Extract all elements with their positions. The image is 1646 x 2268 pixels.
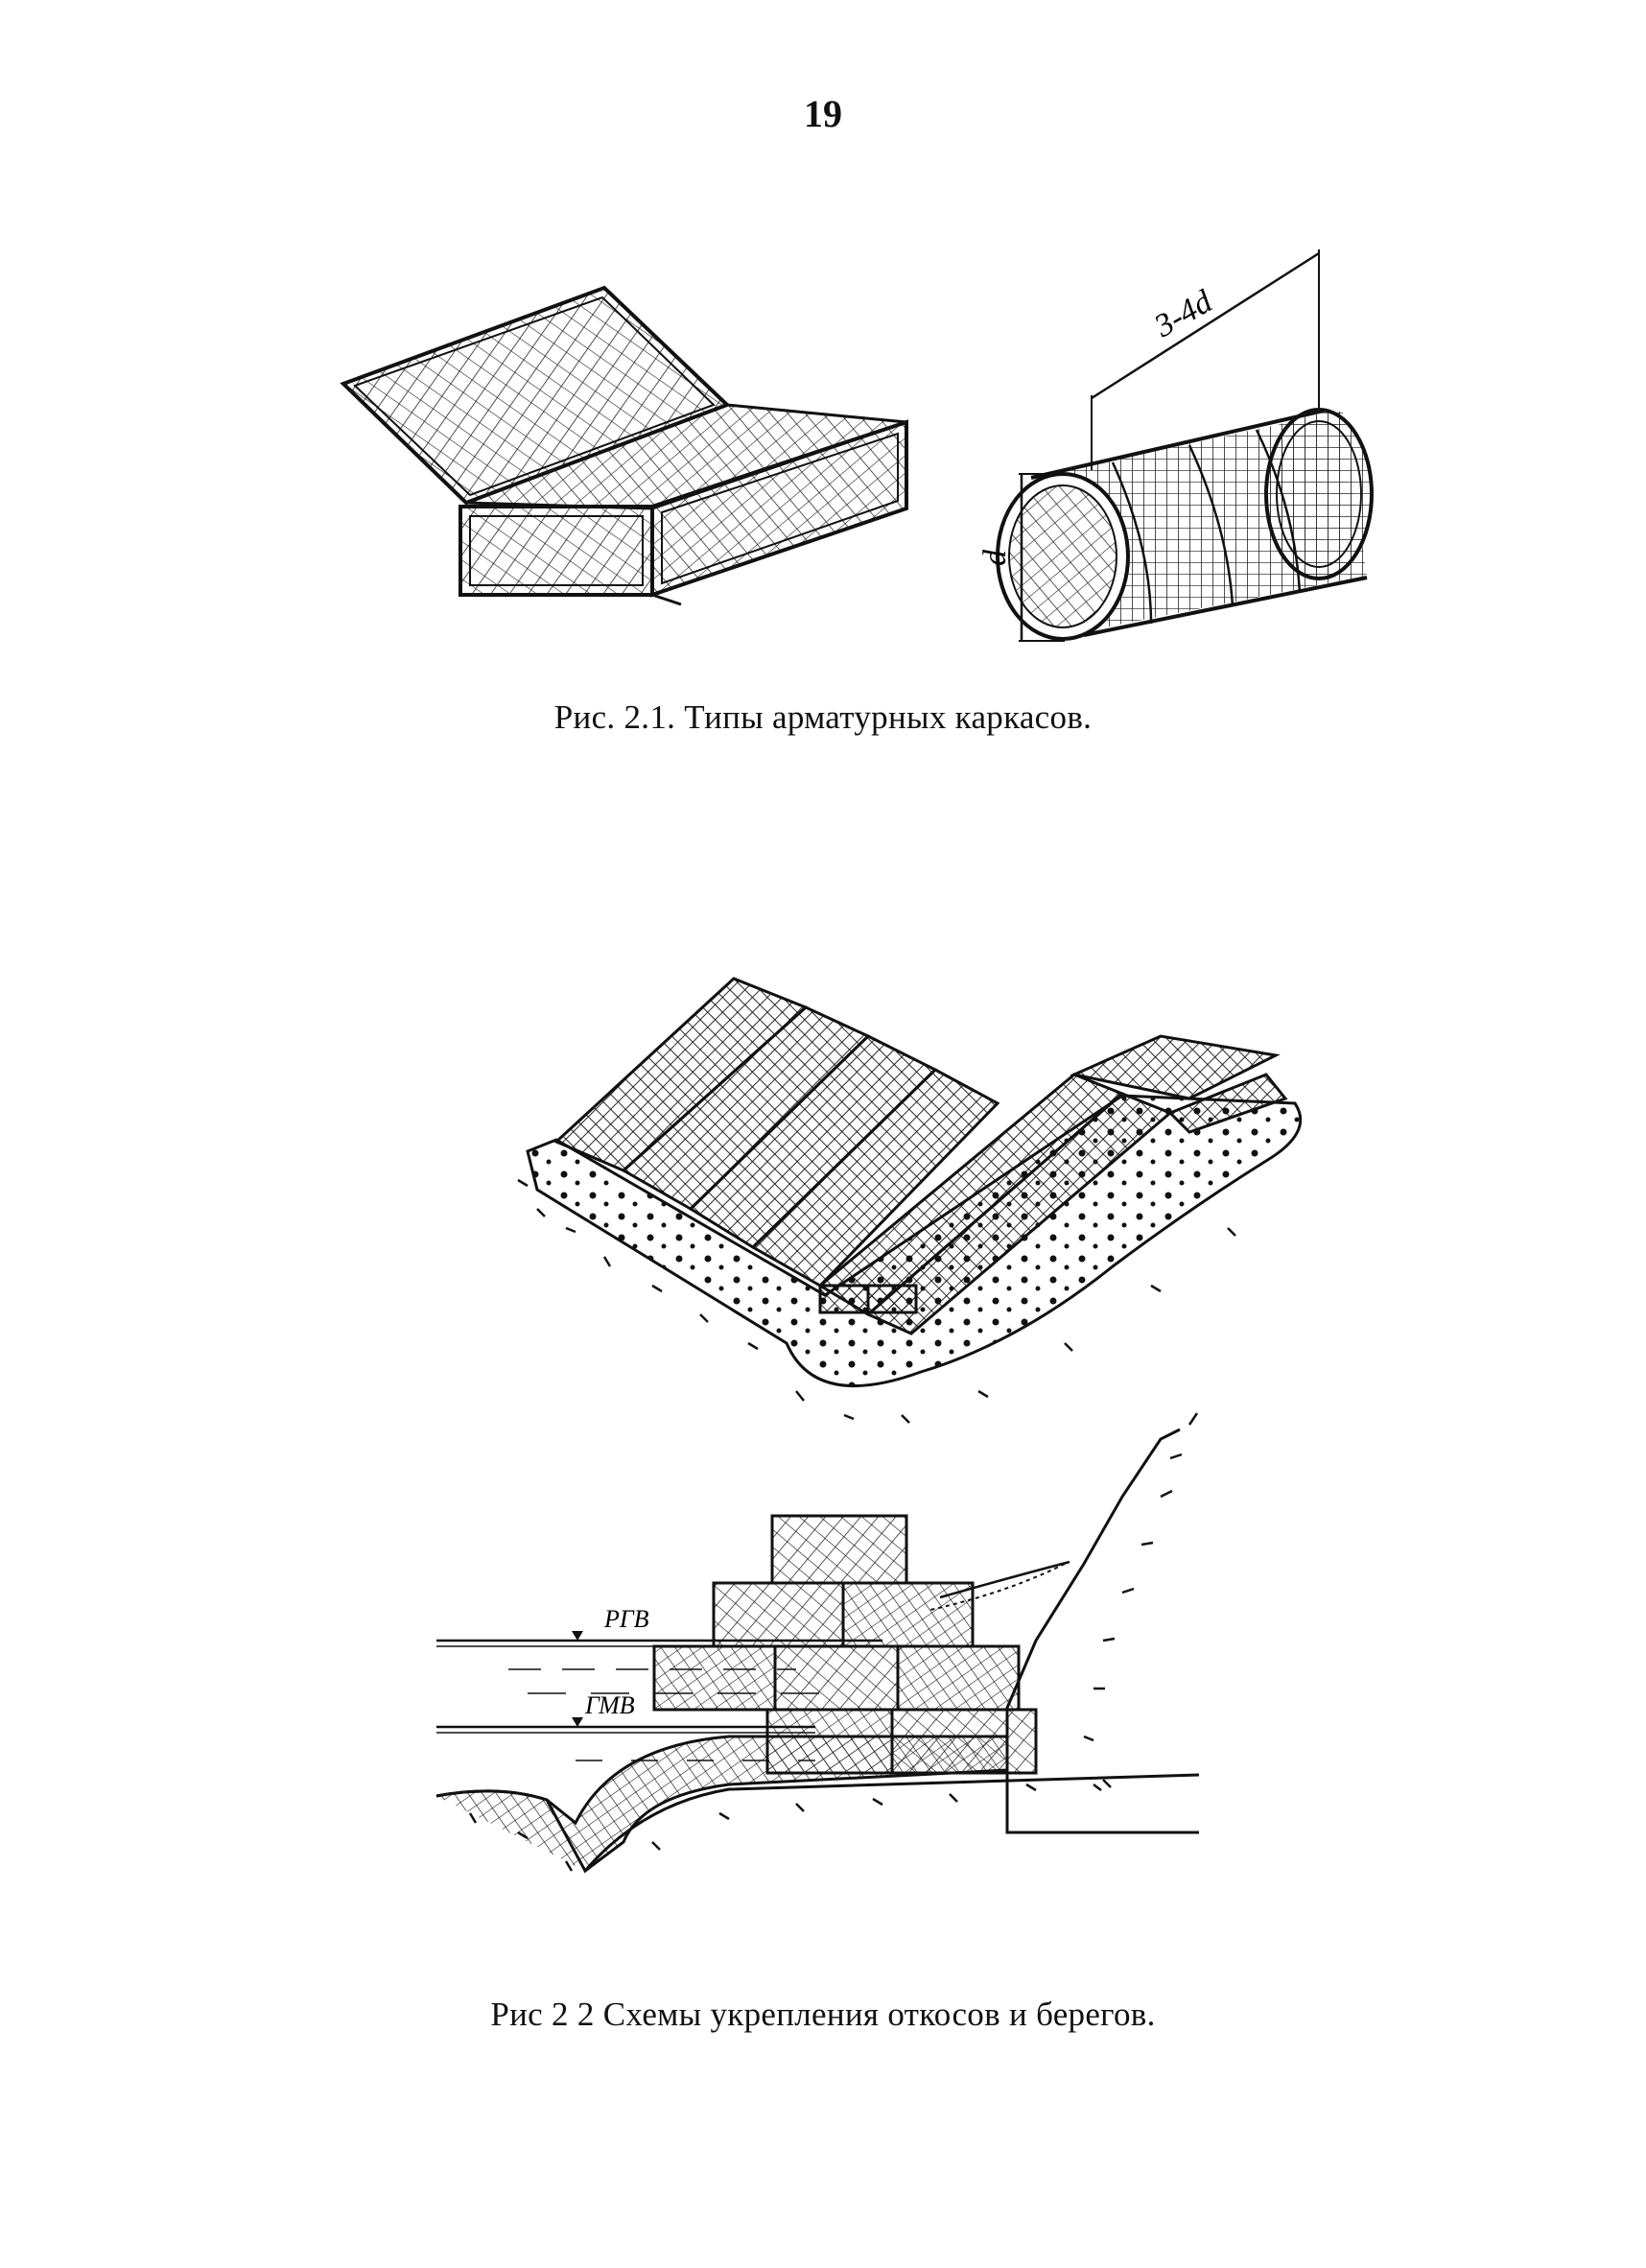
figure-2-2-slope-protection-isometric	[517, 977, 1303, 1424]
cylindrical-gabion: 3-4d d	[977, 249, 1374, 642]
high-water-level-label: РГВ	[603, 1605, 649, 1633]
diameter-dimension-label: d	[977, 549, 1013, 566]
figure-2-1-reinforcement-cages: 3-4d d	[340, 249, 1374, 642]
figure-2-1-caption: Рис. 2.1. Типы арматурных каркасов.	[553, 698, 1093, 736]
length-dimension-label: 3-4d	[1148, 283, 1219, 344]
low-water-level-label: ГМВ	[584, 1691, 635, 1719]
figure-2-2-caption: Рис 2 2 Схемы укрепления откосов и берег…	[490, 1996, 1156, 2033]
figure-2-2-shoreline-section: РГВ ГМВ	[435, 1412, 1200, 1874]
box-gabion	[340, 285, 908, 606]
page-number: 19	[804, 92, 842, 135]
